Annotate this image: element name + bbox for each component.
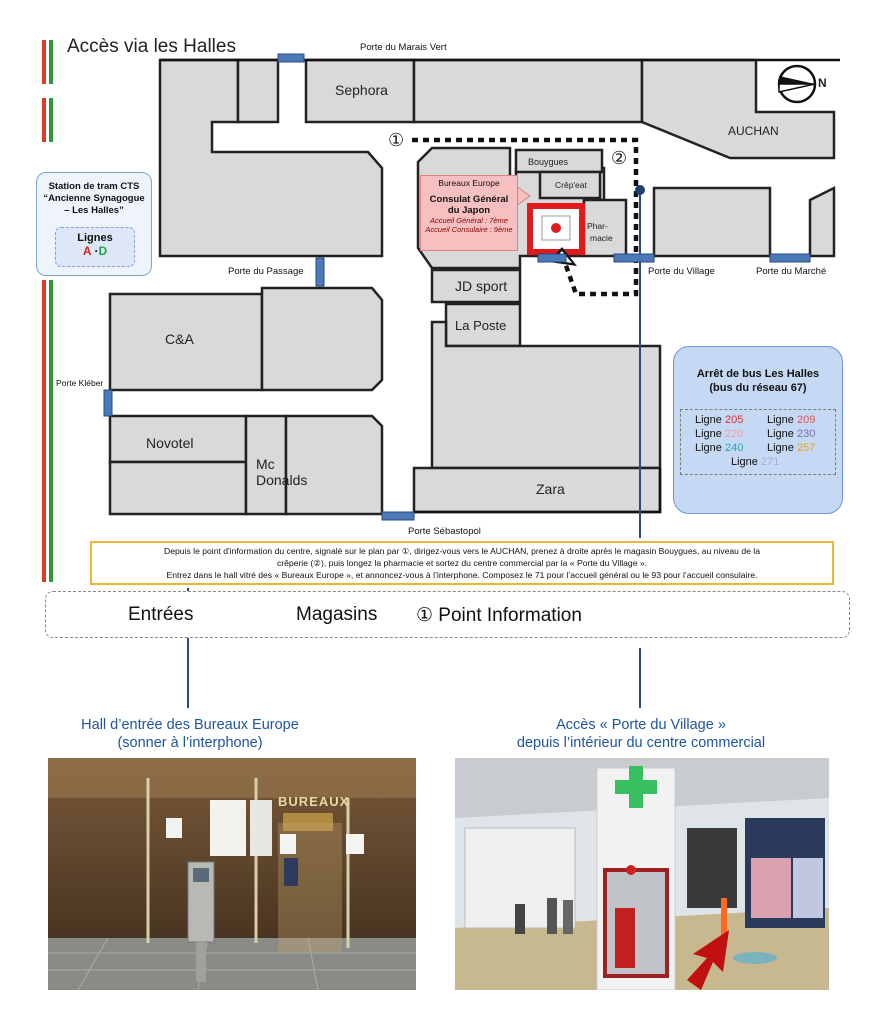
bus-line-240: Ligne 240 bbox=[695, 442, 743, 454]
tram-title-1: Station de tram CTS bbox=[48, 181, 140, 192]
bus-line-prefix: Ligne bbox=[767, 414, 797, 426]
info-point-2-marker: ② bbox=[611, 148, 628, 168]
store-mcdonalds-1: Mc bbox=[256, 456, 275, 472]
gate-passage: Porte du Passage bbox=[228, 266, 304, 277]
store-pharmacie-2: macie bbox=[590, 233, 613, 243]
bureaux-sign-text: BUREAUX bbox=[278, 794, 350, 809]
gate-marche: Porte du Marché bbox=[756, 266, 827, 277]
route-path bbox=[412, 137, 639, 297]
tram-station-box: Station de tram CTS “Ancienne Synagogue … bbox=[36, 172, 152, 276]
gate-marais-vert: Porte du Marais Vert bbox=[360, 42, 447, 53]
bus-stop-title-2: (bus du réseau 67) bbox=[709, 382, 807, 394]
tram-title-3: – Les Halles” bbox=[64, 205, 124, 216]
bus-stop-title: Arrêt de bus Les Halles (bus du réseau 6… bbox=[674, 367, 842, 395]
directions-line-1: Depuis le point d'information du centre,… bbox=[164, 546, 760, 556]
store-auchan: AUCHAN bbox=[728, 124, 779, 138]
porte-du-village-interior-photo bbox=[455, 758, 829, 990]
legend-stores-label: Magasins bbox=[296, 604, 378, 625]
consulate-title-1: Consulat Général bbox=[429, 194, 509, 205]
store-sephora: Sephora bbox=[335, 82, 388, 98]
tram-lines-list: A ·D bbox=[56, 244, 134, 258]
legend-entrances-label: Entrées bbox=[128, 604, 194, 625]
legend: Entrées Magasins ① Point Information bbox=[45, 591, 850, 638]
bus-line-prefix: Ligne bbox=[695, 414, 725, 426]
tram-line-a: A bbox=[82, 244, 92, 258]
bus-line-prefix: Ligne bbox=[695, 442, 725, 454]
left-photo-caption-1: Hall d’entrée des Bureaux Europe bbox=[81, 717, 299, 733]
tram-line-d: D bbox=[98, 244, 108, 258]
bus-line-209: Ligne 209 bbox=[767, 414, 815, 426]
directions-text-box: Depuis le point d'information du centre,… bbox=[90, 541, 834, 585]
gate-village: Porte du Village bbox=[648, 266, 715, 277]
bus-line-prefix: Ligne bbox=[767, 428, 797, 440]
right-photo-caption: Accès « Porte du Village » depuis l’inté… bbox=[476, 716, 806, 752]
compass-icon bbox=[777, 64, 817, 104]
bus-line-number: 271 bbox=[760, 456, 780, 468]
store-ca: C&A bbox=[165, 331, 194, 347]
consulate-callout: Bureaux Europe Consulat Général du Japon… bbox=[420, 175, 518, 251]
map-title: Accès via les Halles bbox=[67, 36, 236, 57]
bus-line-prefix: Ligne bbox=[767, 442, 797, 454]
mall-walls bbox=[160, 58, 840, 514]
tram-lines-heading: Lignes bbox=[77, 232, 113, 244]
store-novotel: Novotel bbox=[146, 435, 194, 451]
gate-sebastopol: Porte Sébastopol bbox=[408, 526, 481, 537]
consulate-marker bbox=[515, 185, 585, 255]
bus-line-number: 220 bbox=[724, 428, 744, 440]
bus-stop-box: Arrêt de bus Les Halles (bus du réseau 6… bbox=[673, 346, 843, 514]
gate-kleber: Porte Kléber bbox=[56, 378, 104, 388]
left-photo-caption: Hall d’entrée des Bureaux Europe (sonner… bbox=[60, 716, 320, 752]
tram-line-stripes bbox=[42, 40, 53, 582]
lobby-illustration bbox=[48, 758, 416, 990]
bus-line-number: 205 bbox=[724, 414, 744, 426]
bus-line-257: Ligne 257 bbox=[767, 442, 815, 454]
bus-line-number: 209 bbox=[796, 414, 816, 426]
store-crepeat: Crêp'eat bbox=[555, 180, 587, 190]
directions-line-3: Entrez dans le hall vitré des « Bureaux … bbox=[166, 570, 758, 580]
store-pharmacie-1: Phar- bbox=[587, 221, 608, 231]
bus-line-number: 240 bbox=[724, 442, 744, 454]
consulate-consular-floor: Accueil Consulaire : 9ème bbox=[425, 225, 513, 234]
directions-line-2: crêperie (②), puis longez la pharmacie e… bbox=[276, 558, 648, 568]
consulate-title-2: du Japon bbox=[447, 205, 491, 216]
tram-title-2: “Ancienne Synagogue bbox=[43, 193, 145, 204]
entrance-markers bbox=[103, 53, 811, 521]
bus-line-230: Ligne 230 bbox=[767, 428, 815, 440]
store-mcdonalds-2: Donalds bbox=[256, 472, 308, 488]
bus-line-number: 230 bbox=[796, 428, 816, 440]
mall-interior-illustration bbox=[455, 758, 829, 990]
bus-stop-title-1: Arrêt de bus Les Halles bbox=[696, 368, 820, 380]
bus-line-205: Ligne 205 bbox=[695, 414, 743, 426]
porte-village-dot bbox=[635, 185, 645, 195]
bus-line-number: 257 bbox=[796, 442, 816, 454]
bus-line-prefix: Ligne bbox=[695, 428, 725, 440]
compass-north-label: N bbox=[818, 76, 827, 90]
tram-lines-box: Lignes A ·D bbox=[55, 227, 135, 267]
bus-line-220: Ligne 220 bbox=[695, 428, 743, 440]
store-la-poste: La Poste bbox=[455, 318, 507, 333]
consulate-general-floor: Accueil Général : 7ème bbox=[430, 216, 508, 225]
bureaux-europe-label: Bureaux Europe bbox=[438, 178, 500, 188]
store-bouygues: Bouygues bbox=[528, 157, 569, 167]
tram-title: Station de tram CTS “Ancienne Synagogue … bbox=[37, 181, 151, 217]
store-zara: Zara bbox=[536, 481, 565, 497]
legend-info-point-label: ① Point Information bbox=[416, 605, 582, 626]
bus-line-271: Ligne 271 bbox=[731, 456, 779, 468]
info-point-1-marker: ① bbox=[388, 130, 405, 150]
left-photo-caption-2: (sonner à l’interphone) bbox=[117, 735, 263, 751]
right-photo-caption-2: depuis l’intérieur du centre commercial bbox=[516, 735, 766, 751]
tram-line-separator: · bbox=[91, 244, 99, 258]
right-photo-caption-1: Accès « Porte du Village » bbox=[556, 717, 726, 733]
bureaux-europe-lobby-photo: BUREAUX bbox=[48, 758, 416, 990]
store-jd-sport: JD sport bbox=[455, 278, 508, 294]
bus-line-prefix: Ligne bbox=[731, 456, 761, 468]
